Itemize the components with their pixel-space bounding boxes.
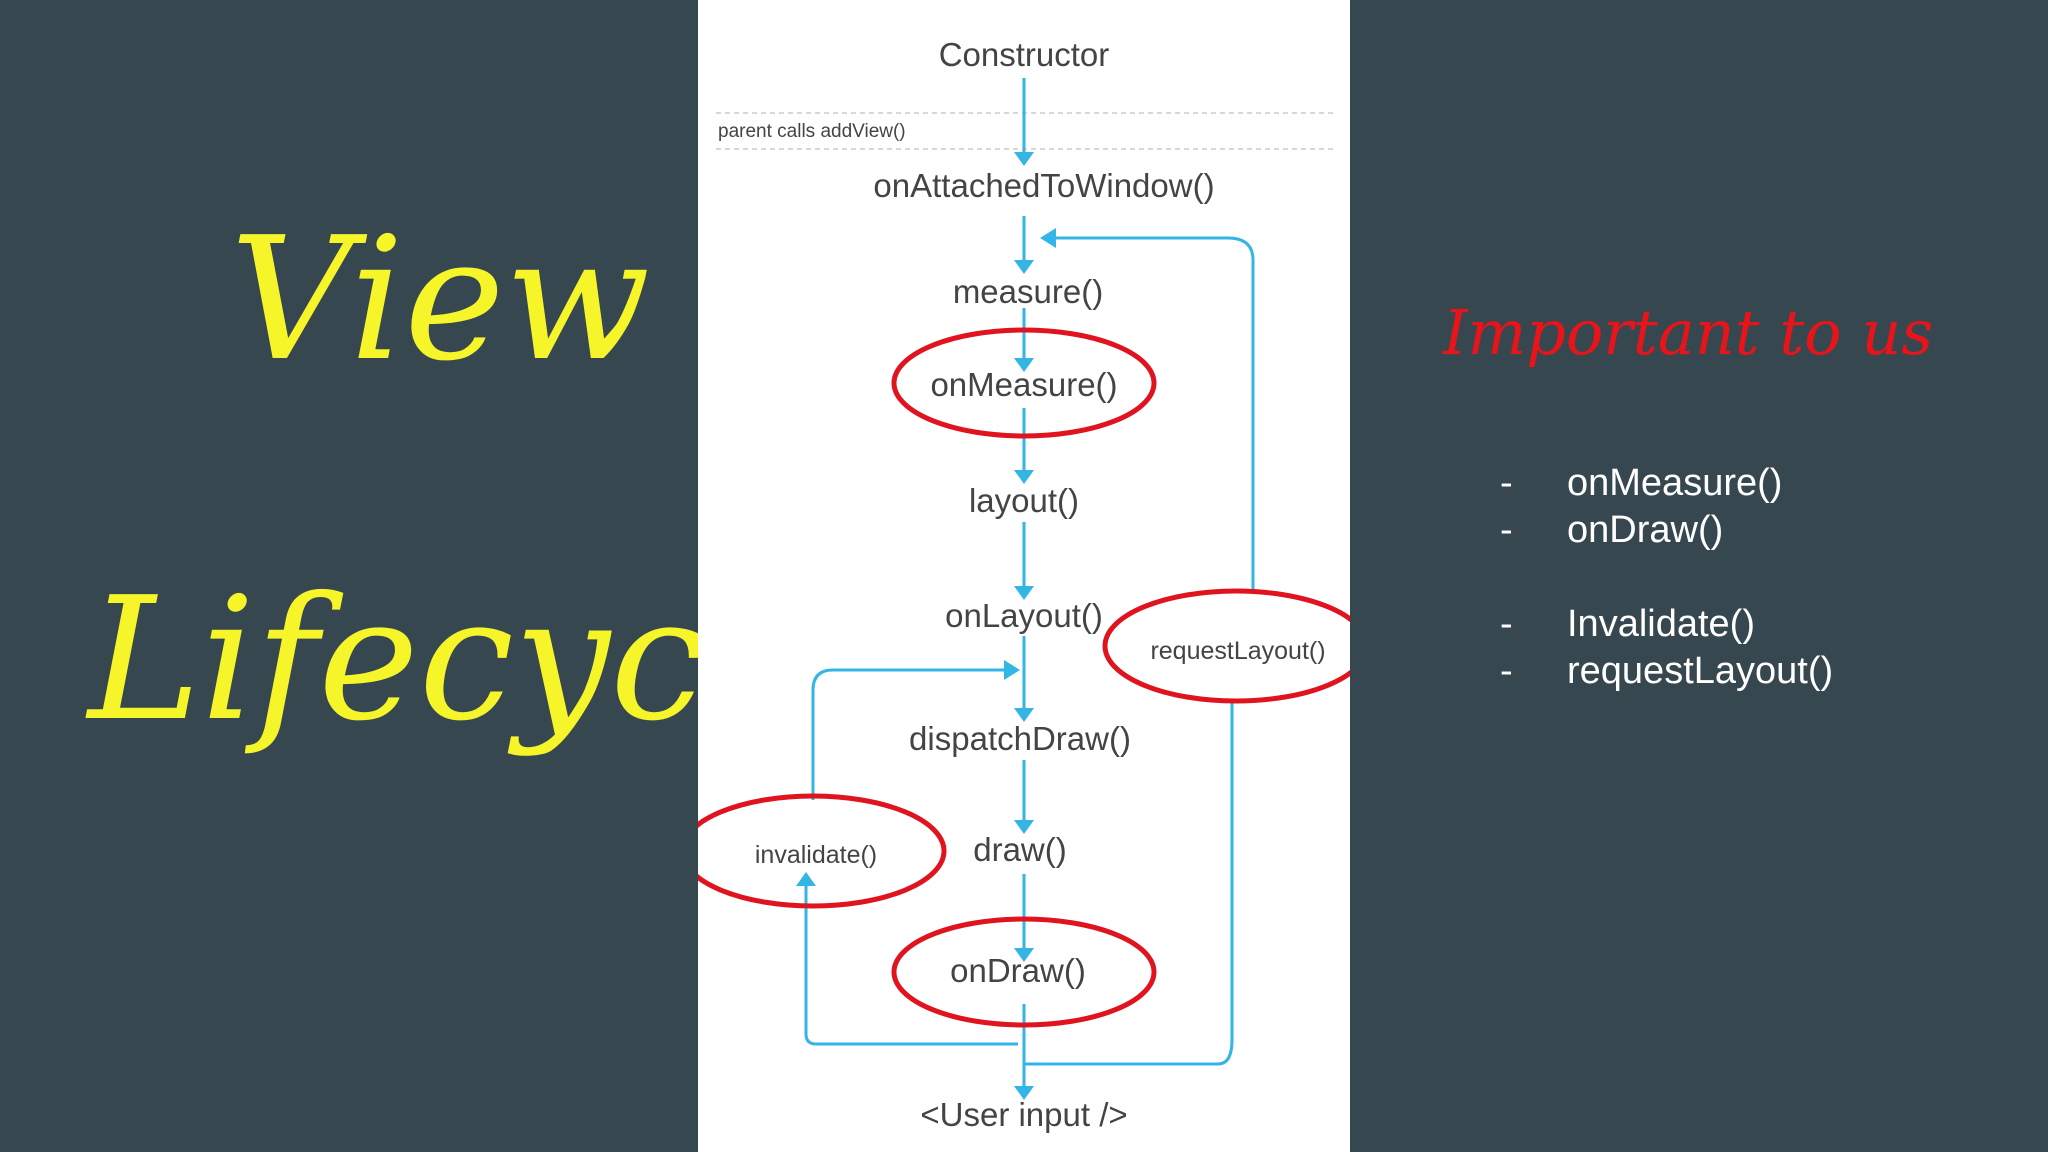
invalidate-loop-bottom bbox=[804, 882, 1018, 1046]
node-dispatchdraw: dispatchDraw() bbox=[909, 720, 1131, 757]
bullet-dash: - bbox=[1500, 509, 1513, 551]
flow-lines bbox=[804, 78, 1255, 1092]
node-layout: layout() bbox=[969, 482, 1079, 519]
requestlayout-label: requestLayout() bbox=[1150, 637, 1325, 665]
arrowhead-layout bbox=[1014, 470, 1034, 484]
bullet-text: onMeasure() bbox=[1567, 462, 1783, 504]
bullet-dash: - bbox=[1500, 462, 1513, 504]
bullet-dash: - bbox=[1500, 650, 1513, 692]
arrowhead-measure bbox=[1014, 260, 1034, 274]
arrowhead-dispatchdraw bbox=[1014, 708, 1034, 722]
highlight-requestlayout bbox=[1102, 588, 1350, 704]
node-labels: Constructor onAttachedToWindow() measure… bbox=[873, 36, 1214, 1133]
important-heading: Important to us bbox=[1443, 296, 1934, 369]
arrowhead-ondraw bbox=[1014, 948, 1034, 962]
node-constructor: Constructor bbox=[939, 36, 1110, 73]
node-draw: draw() bbox=[973, 831, 1067, 868]
parent-calls-addview-note: parent calls addView() bbox=[718, 121, 906, 142]
highlight-ondraw bbox=[891, 916, 1157, 1028]
requestlayout-loop-top bbox=[1050, 236, 1255, 592]
arrowhead-invalidate-right bbox=[1004, 660, 1020, 680]
node-user-input: <User input /> bbox=[920, 1096, 1127, 1133]
node-measure: measure() bbox=[953, 273, 1103, 310]
invalidate-label: invalidate() bbox=[755, 841, 877, 869]
arrowhead-onlayout bbox=[1014, 586, 1034, 600]
arrowhead-draw bbox=[1014, 820, 1034, 834]
arrowhead-onmeasure bbox=[1014, 358, 1034, 372]
highlight-invalidate bbox=[698, 793, 947, 909]
node-ondraw: onDraw() bbox=[950, 952, 1086, 989]
bullet-text: onDraw() bbox=[1567, 509, 1724, 551]
bullet-text: Invalidate() bbox=[1567, 603, 1755, 645]
requestlayout-loop-bottom bbox=[1024, 700, 1234, 1066]
node-onlayout: onLayout() bbox=[945, 597, 1103, 634]
node-onattachedtowindow: onAttachedToWindow() bbox=[873, 167, 1214, 204]
node-onmeasure: onMeasure() bbox=[930, 366, 1117, 403]
arrowhead-userinput bbox=[1014, 1086, 1034, 1100]
title-view: View bbox=[230, 201, 651, 399]
highlight-ellipses bbox=[698, 327, 1350, 1028]
bullet-dash: - bbox=[1500, 603, 1513, 645]
arrowhead-attached bbox=[1014, 152, 1034, 166]
lifecycle-diagram-panel: Constructor onAttachedToWindow() measure… bbox=[698, 0, 1350, 1152]
highlight-onmeasure bbox=[891, 327, 1157, 439]
lifecycle-diagram: Constructor onAttachedToWindow() measure… bbox=[698, 36, 1350, 1133]
arrowhead-requestlayout-left bbox=[1040, 228, 1056, 248]
arrowheads bbox=[796, 152, 1056, 1100]
invalidate-loop-top bbox=[811, 668, 1010, 800]
bullet-text: requestLayout() bbox=[1567, 650, 1834, 692]
arrowhead-invalidate-up bbox=[796, 872, 816, 886]
